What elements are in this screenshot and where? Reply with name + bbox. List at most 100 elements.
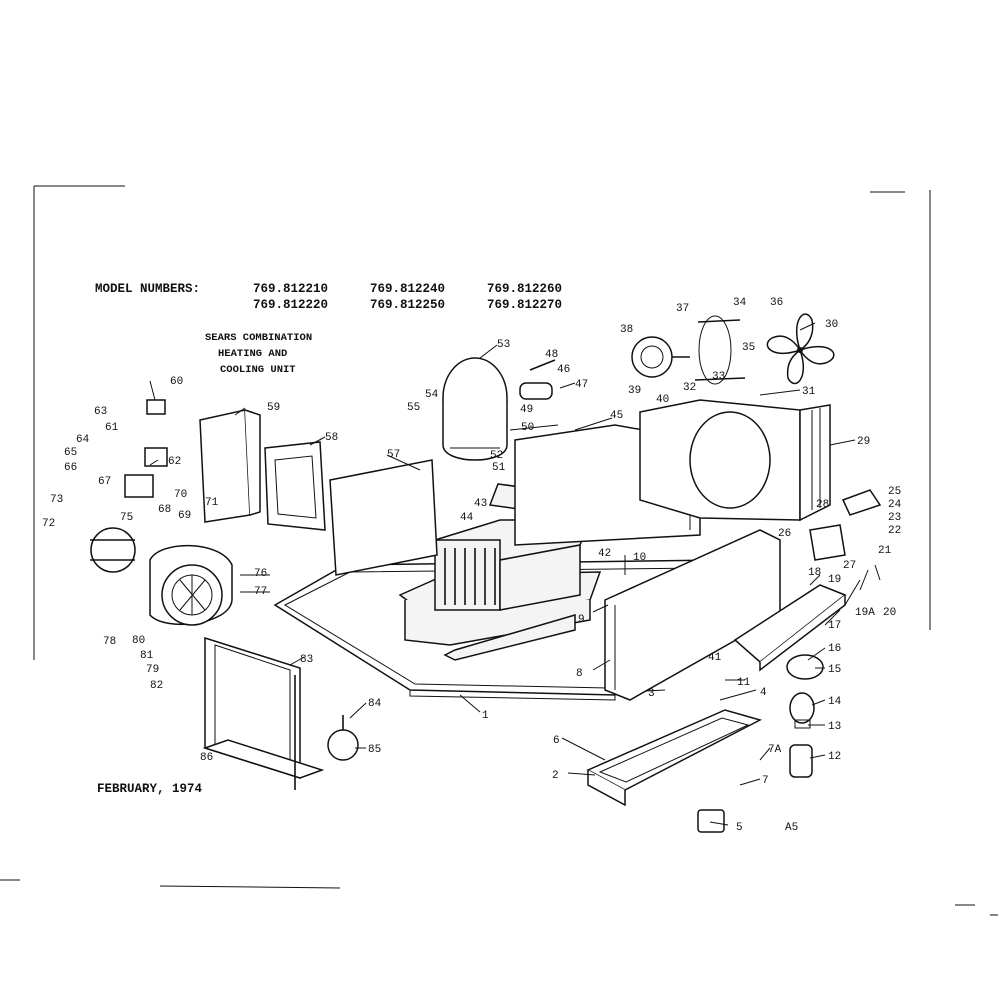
callout-number: 43: [474, 498, 487, 510]
relay: [146, 399, 166, 415]
callout-number: 69: [178, 510, 191, 522]
callout-number: 73: [50, 494, 63, 506]
bracket: [809, 489, 882, 561]
callout-number: 70: [174, 489, 187, 501]
callout-number: 35: [742, 342, 755, 354]
callout-number: 25: [888, 486, 901, 498]
callout-number: 19: [828, 574, 841, 586]
callout-number: 81: [140, 650, 154, 662]
callout-number: 65: [64, 447, 77, 459]
callout-number: 19A: [855, 607, 875, 619]
callout-number: 44: [460, 512, 474, 524]
callout-number: 68: [158, 504, 171, 516]
compressor: [442, 357, 508, 461]
callout-number: 14: [828, 696, 842, 708]
access-panel-58: [264, 441, 326, 531]
callout-number: 72: [42, 518, 55, 530]
callout-labels: 1 2 3 4 5 6 7 7A 8 9 10 11 12 13 14 15 1…: [42, 297, 902, 834]
callout-number: 86: [200, 752, 213, 764]
callout-number: 84: [368, 698, 382, 710]
callout-number: 4: [760, 687, 767, 699]
callout-number: 52: [490, 450, 503, 462]
callout-number: 55: [407, 402, 420, 414]
condenser-housing: [639, 399, 831, 522]
callout-number: 5: [736, 822, 743, 834]
capacitor: [519, 359, 556, 400]
gas-valve: [786, 654, 824, 778]
callout-number: 82: [150, 680, 163, 692]
callout-number: 36: [770, 297, 783, 309]
callout-number: 32: [683, 382, 696, 394]
fan-motor: [631, 315, 746, 385]
callout-number: 58: [325, 432, 338, 444]
unit-title-line: COOLING UNIT: [220, 364, 296, 376]
callout-number: 53: [497, 339, 510, 351]
model-number: 769.812250: [370, 298, 445, 312]
callout-number: 20: [883, 607, 896, 619]
callout-number: 34: [733, 297, 747, 309]
side-panel: [604, 529, 781, 701]
callout-number: 49: [520, 404, 533, 416]
callout-number: 63: [94, 406, 107, 418]
callout-number: 40: [656, 394, 669, 406]
evaporator-coil: [202, 636, 325, 790]
callout-number: 60: [170, 376, 183, 388]
callout-number: 64: [76, 434, 90, 446]
callout-number: 2: [552, 770, 559, 782]
callout-number: 9: [578, 614, 585, 626]
filter-cabinet: [199, 409, 261, 523]
callout-number: 11: [737, 677, 751, 689]
callout-number: 16: [828, 643, 841, 655]
callout-number: 30: [825, 319, 838, 331]
leader-lines: [149, 322, 881, 826]
callout-number: 26: [778, 528, 791, 540]
callout-number: 22: [888, 525, 901, 537]
callout-number: 71: [205, 497, 219, 509]
callout-number: 62: [168, 456, 181, 468]
callout-number: 79: [146, 664, 159, 676]
model-number: 769.812220: [253, 298, 328, 312]
callout-number: 37: [676, 303, 689, 315]
callout-number: 46: [557, 364, 570, 376]
callout-number: 48: [545, 349, 558, 361]
control-box: [124, 447, 168, 498]
callout-number: 1: [482, 710, 489, 722]
callout-number: 17: [828, 620, 841, 632]
callout-number: 67: [98, 476, 111, 488]
blower-assembly: [90, 527, 233, 626]
model-number: 769.812240: [370, 282, 445, 296]
callout-number: 42: [598, 548, 611, 560]
callout-number: 57: [387, 449, 400, 461]
callout-number: 54: [425, 389, 439, 401]
callout-number: 10: [633, 552, 646, 564]
callout-number: 6: [553, 735, 560, 747]
model-number: 769.812210: [253, 282, 328, 296]
callout-number: 7A: [768, 744, 782, 756]
burner-rail: [733, 584, 847, 672]
unit-title-line: HEATING AND: [218, 348, 287, 360]
callout-number: 23: [888, 512, 901, 524]
drawing-code: A5: [785, 822, 798, 834]
callout-number: 3: [648, 688, 655, 700]
callout-number: 15: [828, 664, 841, 676]
callout-number: 51: [492, 462, 506, 474]
callout-number: 18: [808, 567, 821, 579]
model-numbers-label: MODEL NUMBERS:: [95, 282, 200, 296]
callout-number: 13: [828, 721, 841, 733]
thermostat: [327, 715, 359, 761]
callout-number: 24: [888, 499, 902, 511]
callout-number: 47: [575, 379, 588, 391]
callout-number: 31: [802, 386, 816, 398]
callout-number: 80: [132, 635, 145, 647]
access-panel-57: [329, 459, 438, 576]
callout-number: 45: [610, 410, 623, 422]
callout-number: 77: [254, 586, 267, 598]
date-label: FEBRUARY, 1974: [97, 782, 203, 796]
drain-pan: [586, 709, 763, 807]
header: MODEL NUMBERS: 769.812210 769.812240 769…: [95, 282, 562, 376]
callout-number: 83: [300, 654, 313, 666]
model-number: 769.812260: [487, 282, 562, 296]
callout-number: 33: [712, 371, 725, 383]
callout-number: 21: [878, 545, 892, 557]
